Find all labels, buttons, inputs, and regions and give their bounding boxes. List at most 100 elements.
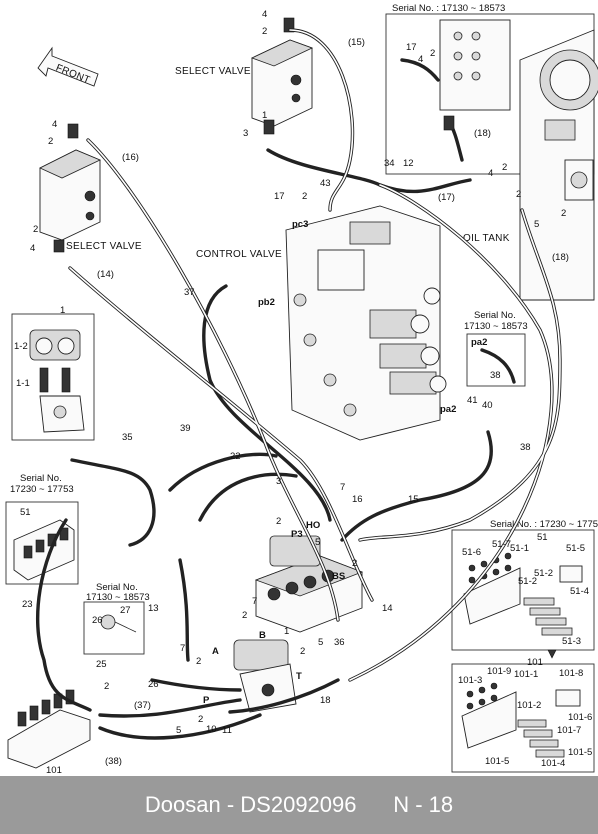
callout-label: 101-9 [487, 666, 511, 677]
callout-label: 1-2 [14, 341, 28, 352]
front-arrow: FRONT [37, 46, 99, 87]
inset-left-serial-2: 17230 ~ 17753 [10, 484, 74, 495]
callout-label: 2 [352, 558, 357, 569]
callout-label: 15 [408, 494, 419, 505]
callout-label: 51 [537, 532, 548, 543]
callout-label: 27 [120, 605, 131, 616]
callout-label: 4 [488, 168, 493, 179]
inset-left-serial-1: Serial No. [20, 473, 62, 484]
callout-label: 12 [403, 158, 414, 169]
callout-label: 3 [276, 476, 281, 487]
callout-label: 101-5 [485, 756, 509, 767]
select-valve-left-label: SELECT VALVE [66, 241, 142, 252]
callout-label: (14) [97, 269, 114, 280]
callout-label: 2 [33, 224, 38, 235]
callout-label: 13 [148, 603, 159, 614]
callout-label: 101-5 [568, 747, 592, 758]
callout-label: 26 [148, 679, 159, 690]
callout-label: 2 [502, 162, 507, 173]
callout-label: 101-4 [541, 758, 565, 769]
footer-part-number: DS2092096 [240, 792, 357, 817]
label-p3: P3 [291, 529, 303, 540]
callout-38-inset: 38 [490, 370, 501, 381]
inset-pa2-label: pa2 [471, 337, 487, 348]
select-valve-top-label: SELECT VALVE [175, 66, 251, 77]
callout-label: 51-7 [492, 539, 511, 550]
callout-label: 39 [180, 423, 191, 434]
inset-mid-serial-2: 17130 ~ 18573 [86, 592, 150, 603]
callout-label: 5 [534, 219, 539, 230]
callout-label: (18) [474, 128, 491, 139]
inset-pa2-serial-1: Serial No. [474, 310, 516, 321]
callout-label: (37) [134, 700, 151, 711]
callout-label: 51-3 [562, 636, 581, 647]
callout-label: 2 [561, 208, 566, 219]
callout-label: 22 [230, 451, 241, 462]
callout-label: 37 [184, 287, 195, 298]
callout-label: (38) [105, 756, 122, 767]
callout-label: 7 [340, 482, 345, 493]
callout-label: 101-8 [559, 668, 583, 679]
inset-mid-serial-1: Serial No. [96, 582, 138, 593]
callout-label: 25 [96, 659, 107, 670]
callout-label: 2 [198, 714, 203, 725]
callout-label: (16) [122, 152, 139, 163]
callout-label: 101-6 [568, 712, 592, 723]
callout-label: 2 [300, 646, 305, 657]
control-valve-label: CONTROL VALVE [196, 249, 282, 260]
oil-tank-label: OIL TANK [463, 233, 510, 244]
inset-right-51: Serial No. : 17230 ~ 17753 [451, 519, 598, 659]
label-ho: HO [306, 520, 320, 531]
inset-mid: Serial No. 17130 ~ 18573 [83, 582, 150, 655]
callout-label: 7 [252, 596, 257, 607]
callout-label: 23 [22, 599, 33, 610]
callout-label: 2 [196, 656, 201, 667]
callout-label: 5 [315, 537, 320, 548]
callout-label: 4 [262, 9, 267, 20]
callout-label: 101 [46, 765, 62, 776]
callouts: 4 2 1 3 (15) 4 2 (16) 2 4 (14) 1 1-2 1-1… [14, 9, 592, 776]
callout-label: 51-6 [462, 547, 481, 558]
callout-label: 2 [104, 681, 109, 692]
manifold-101 [7, 689, 91, 769]
callout-label: (17) [438, 192, 455, 203]
callout-label: 101-2 [517, 700, 541, 711]
callout-label: 4 [30, 243, 35, 254]
callout-label: 14 [382, 603, 393, 614]
footer-brand: Doosan [144, 792, 221, 817]
inset-pa2: Serial No. 17130 ~ 18573 pa2 38 [464, 310, 528, 387]
callout-label: 51-5 [566, 543, 585, 554]
callout-label: 17 [274, 191, 285, 202]
callout-label: 2 [516, 189, 521, 200]
callout-label: 36 [334, 637, 345, 648]
callout-label: 51-2 [518, 576, 537, 587]
inset-left-51: Serial No. 17230 ~ 17753 [5, 473, 79, 585]
label-b: B [259, 630, 266, 641]
callout-label: 101-7 [557, 725, 581, 736]
oil-tank: OIL TANK [463, 29, 598, 301]
pilot-valve [254, 535, 364, 633]
footer-bar: Doosan - DS2092096 N - 18 [0, 776, 598, 834]
callout-label: 41 [467, 395, 478, 406]
select-valve-top: SELECT VALVE [175, 17, 314, 135]
callout-label: 101-1 [514, 669, 538, 680]
callout-label: 2 [262, 26, 267, 37]
callout-label: 3 [243, 128, 248, 139]
hydraulic-parts-diagram: FRONT Serial No. : 17130 ~ 18573 OIL TAN… [5, 3, 598, 776]
inset-right-serial: Serial No. : 17230 ~ 17753 [490, 519, 598, 530]
callout-label: 38 [520, 442, 531, 453]
footer-page-number: N - 18 [393, 792, 454, 817]
callout-label: 40 [482, 400, 493, 411]
callout-label: 1 [60, 305, 65, 316]
callout-label: 11 [222, 725, 232, 736]
callout-label: 1-1 [16, 378, 30, 389]
label-pb2: pb2 [258, 297, 275, 308]
callout-label: 2 [242, 610, 247, 621]
lower-solenoid [233, 639, 297, 713]
callout-label: 7 [180, 643, 185, 654]
callout-label: 2 [302, 191, 307, 202]
callout-label: 51-4 [570, 586, 589, 597]
inset-solenoid [11, 313, 95, 441]
callout-label: 1 [262, 110, 267, 121]
callout-label: 51 [20, 507, 31, 518]
